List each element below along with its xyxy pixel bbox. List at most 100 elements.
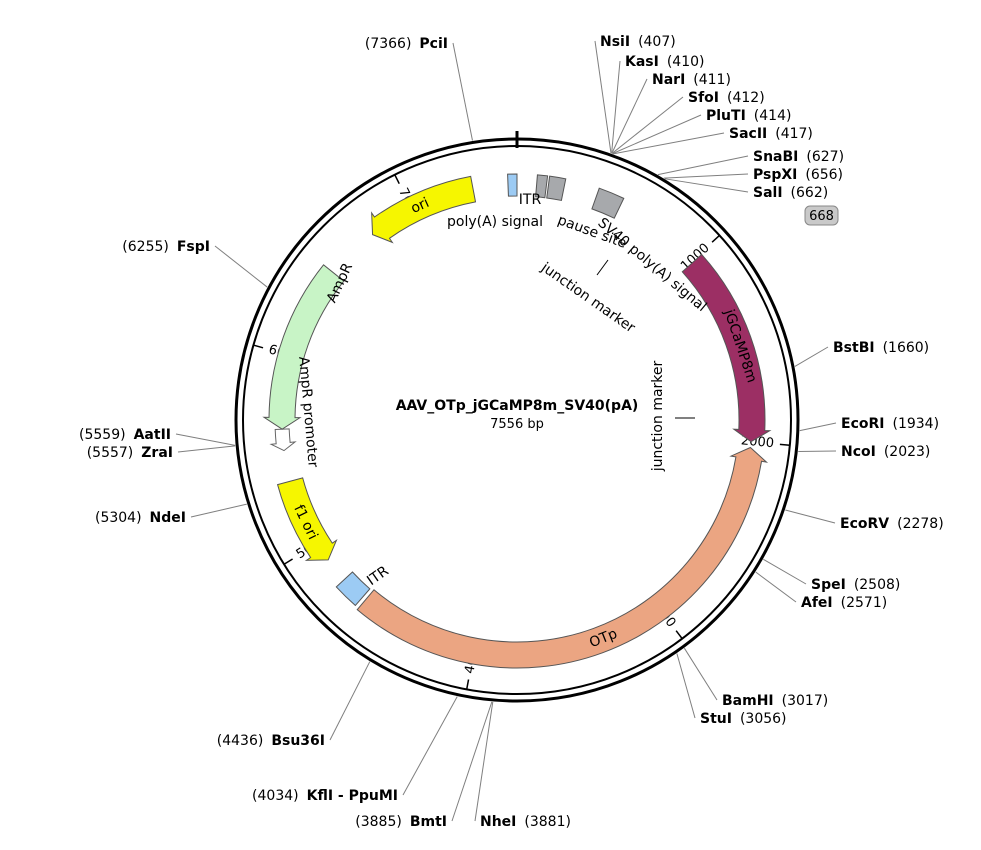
feature-itr-left[interactable] xyxy=(335,571,371,607)
feature-shape-f1-ori[interactable] xyxy=(276,477,338,561)
site-name: AatII xyxy=(134,427,171,443)
site-count-badge[interactable]: 668 xyxy=(804,205,839,226)
site-aatii[interactable]: (5559) AatII xyxy=(79,427,171,443)
site-position: (407) xyxy=(638,34,676,50)
feature-otp[interactable]: OTp xyxy=(356,446,769,669)
site-position: (4436) xyxy=(217,733,264,749)
feature-shape-itr-left[interactable] xyxy=(335,571,371,607)
site-ncoi[interactable]: NcoI(2023) xyxy=(841,444,930,460)
site-position: (5559) xyxy=(79,427,126,443)
site-afei[interactable]: AfeI (2571) xyxy=(801,595,887,611)
site-sfoi[interactable]: SfoI(412) xyxy=(688,90,765,106)
tick-mark xyxy=(711,234,720,243)
site-snabi[interactable]: SnaBI(627) xyxy=(753,149,844,165)
site-pspxi[interactable]: PspXI(656) xyxy=(753,167,843,183)
site-name: NcoI xyxy=(841,444,876,460)
site-spei[interactable]: SpeI(2508) xyxy=(811,577,900,593)
site-ndei[interactable]: (5304)NdeI xyxy=(95,510,186,526)
junction-marker-label: junction marker xyxy=(537,259,638,336)
site-name: AfeI xyxy=(801,595,833,611)
site-name: BamHI xyxy=(722,693,774,709)
feature-shape-ampr-promoter[interactable] xyxy=(269,428,297,452)
site-leader xyxy=(451,701,493,822)
site-sali[interactable]: SalI(662) xyxy=(753,185,828,201)
feature-ampr-promoter[interactable] xyxy=(269,428,297,452)
site-position: (3017) xyxy=(782,693,829,709)
site-bmti[interactable]: (3885)BmtI xyxy=(355,814,447,830)
feature-f1-ori[interactable]: f1 ori xyxy=(276,477,338,561)
site-position: (3885) xyxy=(355,814,402,830)
site-label: NsiI(407) xyxy=(600,34,676,50)
feature-itr-right[interactable] xyxy=(507,173,518,197)
site-leader xyxy=(755,571,797,603)
site-position: (3881) xyxy=(524,814,571,830)
site-position: (6255) xyxy=(122,239,169,255)
site-zrai[interactable]: (5557)ZraI xyxy=(87,445,173,461)
site-ecori[interactable]: EcoRI(1934) xyxy=(841,416,939,432)
site-position: (410) xyxy=(667,54,705,70)
leader-lines xyxy=(175,40,837,822)
site-label: (6255) FspI xyxy=(122,239,210,255)
site-name: NarI xyxy=(652,72,685,88)
site-count-badge-label: 668 xyxy=(809,209,834,224)
site-pluti[interactable]: PluTI(414) xyxy=(706,108,791,124)
site-leader xyxy=(663,173,749,179)
site-position: (2571) xyxy=(841,595,888,611)
tick-mark xyxy=(465,679,470,690)
site-label: SpeI(2508) xyxy=(811,577,900,593)
site-position: (2278) xyxy=(897,516,944,532)
feature-shape-ori[interactable] xyxy=(371,175,477,244)
site-pcii[interactable]: (7366)PciI xyxy=(365,36,448,52)
site-fspi[interactable]: (6255) FspI xyxy=(122,239,210,255)
feature-shape-otp[interactable] xyxy=(356,446,769,669)
feature-jgcamp8m[interactable]: jGCaMP8m xyxy=(681,253,772,443)
feature-sv40-polya[interactable] xyxy=(591,187,625,219)
tick-mark xyxy=(394,174,400,185)
site-kasi[interactable]: KasI(410) xyxy=(625,54,705,70)
site-kfli-ppumi[interactable]: (4034)KflI - PpuMI xyxy=(252,788,398,804)
feature-ampr[interactable] xyxy=(262,264,345,430)
site-stui[interactable]: StuI(3056) xyxy=(700,711,787,727)
site-label: (5304)NdeI xyxy=(95,510,186,526)
site-label: BstBI(1660) xyxy=(833,340,929,356)
outer-label-itr-right: ITR xyxy=(519,192,542,208)
feature-shape-sv40-polya[interactable] xyxy=(591,187,625,219)
site-leader xyxy=(683,647,718,701)
site-position: (414) xyxy=(754,108,792,124)
feature-shape-itr-right[interactable] xyxy=(507,173,518,197)
feature-shape-ampr[interactable] xyxy=(262,264,345,430)
site-name: SpeI xyxy=(811,577,846,593)
site-label: (5559) AatII xyxy=(79,427,171,443)
site-leader xyxy=(594,40,612,154)
site-bamhi[interactable]: BamHI (3017) xyxy=(722,693,828,709)
restriction-sites: (7366)PciI NsiI(407) KasI(410) NarI(411) Sfo… xyxy=(79,34,944,830)
feature-polya-signal[interactable] xyxy=(535,174,549,199)
feature-shape-jgcamp8m[interactable] xyxy=(681,253,772,443)
site-name: EcoRV xyxy=(840,516,889,532)
site-leader xyxy=(799,422,837,432)
site-name: PciI xyxy=(419,36,448,52)
site-nsii[interactable]: NsiI(407) xyxy=(600,34,676,50)
feature-shape-polya-signal[interactable] xyxy=(535,174,549,199)
feature-ori[interactable]: ori xyxy=(371,175,477,244)
site-name: FspI xyxy=(177,239,210,255)
site-bstbi[interactable]: BstBI(1660) xyxy=(833,340,929,356)
site-ecorv[interactable]: EcoRV (2278) xyxy=(840,516,944,532)
site-nhei[interactable]: NheI(3881) xyxy=(480,814,571,830)
site-nari[interactable]: NarI(411) xyxy=(652,72,731,88)
site-leader xyxy=(613,132,725,155)
feature-shape-pause-site[interactable] xyxy=(546,175,567,202)
site-label: (4436)Bsu36I xyxy=(217,733,325,749)
site-label: (4034)KflI - PpuMI xyxy=(252,788,398,804)
site-leader xyxy=(611,60,621,154)
site-position: (5557) xyxy=(87,445,134,461)
outer-label-ampr-promoter: AmpR promoter xyxy=(295,356,321,468)
site-bsu36i[interactable]: (4436)Bsu36I xyxy=(217,733,325,749)
site-leader xyxy=(474,701,494,822)
tick-mark xyxy=(779,443,790,447)
site-leader xyxy=(664,178,749,193)
site-sacii[interactable]: SacII(417) xyxy=(729,126,813,142)
feature-pause-site[interactable] xyxy=(546,175,567,202)
site-leader xyxy=(329,661,371,741)
feature-label-ori: ori xyxy=(409,195,432,217)
